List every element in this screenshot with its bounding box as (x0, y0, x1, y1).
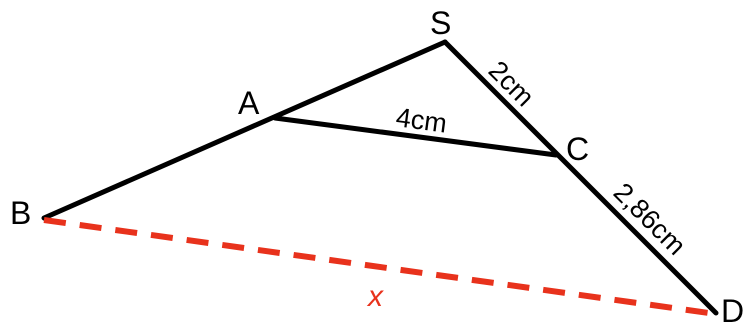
segment-bd-dashed (43, 217, 717, 317)
length-label-bd: x (366, 280, 384, 313)
segment-ac (272, 115, 559, 158)
segment-sb (41, 39, 448, 221)
segment-sd (442, 39, 719, 316)
point-label-a: A (238, 85, 260, 121)
point-label-b: B (10, 195, 31, 231)
point-label-c: C (566, 131, 589, 167)
point-label-d: D (721, 293, 744, 327)
point-label-s: S (430, 5, 451, 41)
length-label-sc: 2cm (483, 55, 540, 112)
length-label-ac: 4cm (394, 102, 448, 138)
